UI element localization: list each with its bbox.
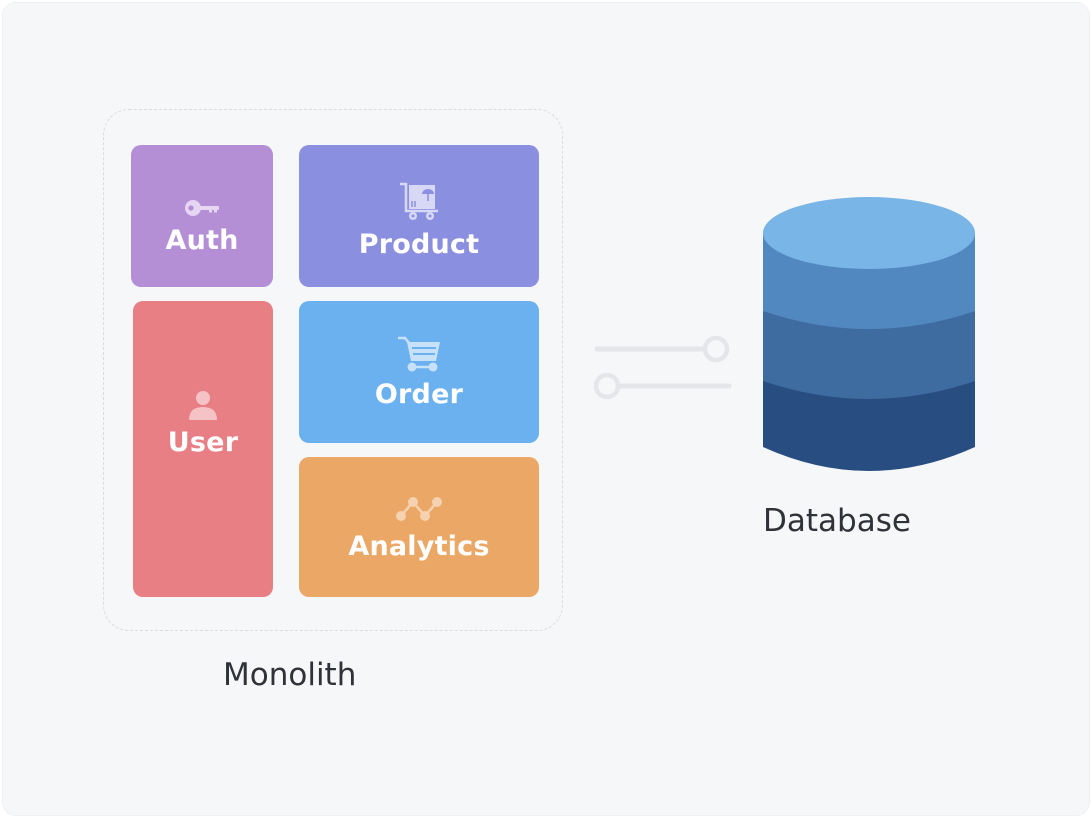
delivery-cart-icon — [400, 182, 438, 220]
user-icon — [189, 391, 217, 420]
key-icon — [185, 200, 219, 216]
connector-icon — [593, 335, 732, 400]
shopping-cart-icon — [398, 336, 440, 372]
module-label: Product — [358, 229, 480, 260]
module-order: Order — [299, 301, 539, 443]
module-label: Analytics — [348, 531, 490, 562]
module-auth: Auth — [131, 145, 273, 287]
module-label: Auth — [165, 225, 239, 256]
database-top — [763, 197, 975, 269]
module-label: User — [167, 427, 239, 458]
line-chart-icon — [396, 497, 442, 521]
module-user: User — [133, 301, 273, 597]
module-label: Order — [374, 379, 464, 410]
database-icon — [763, 197, 975, 471]
monolith-boundary — [103, 109, 563, 631]
monolith-label: Monolith — [223, 657, 357, 693]
module-product: Product — [299, 145, 539, 287]
database-label: Database — [763, 503, 911, 539]
module-analytics: Analytics — [299, 457, 539, 597]
